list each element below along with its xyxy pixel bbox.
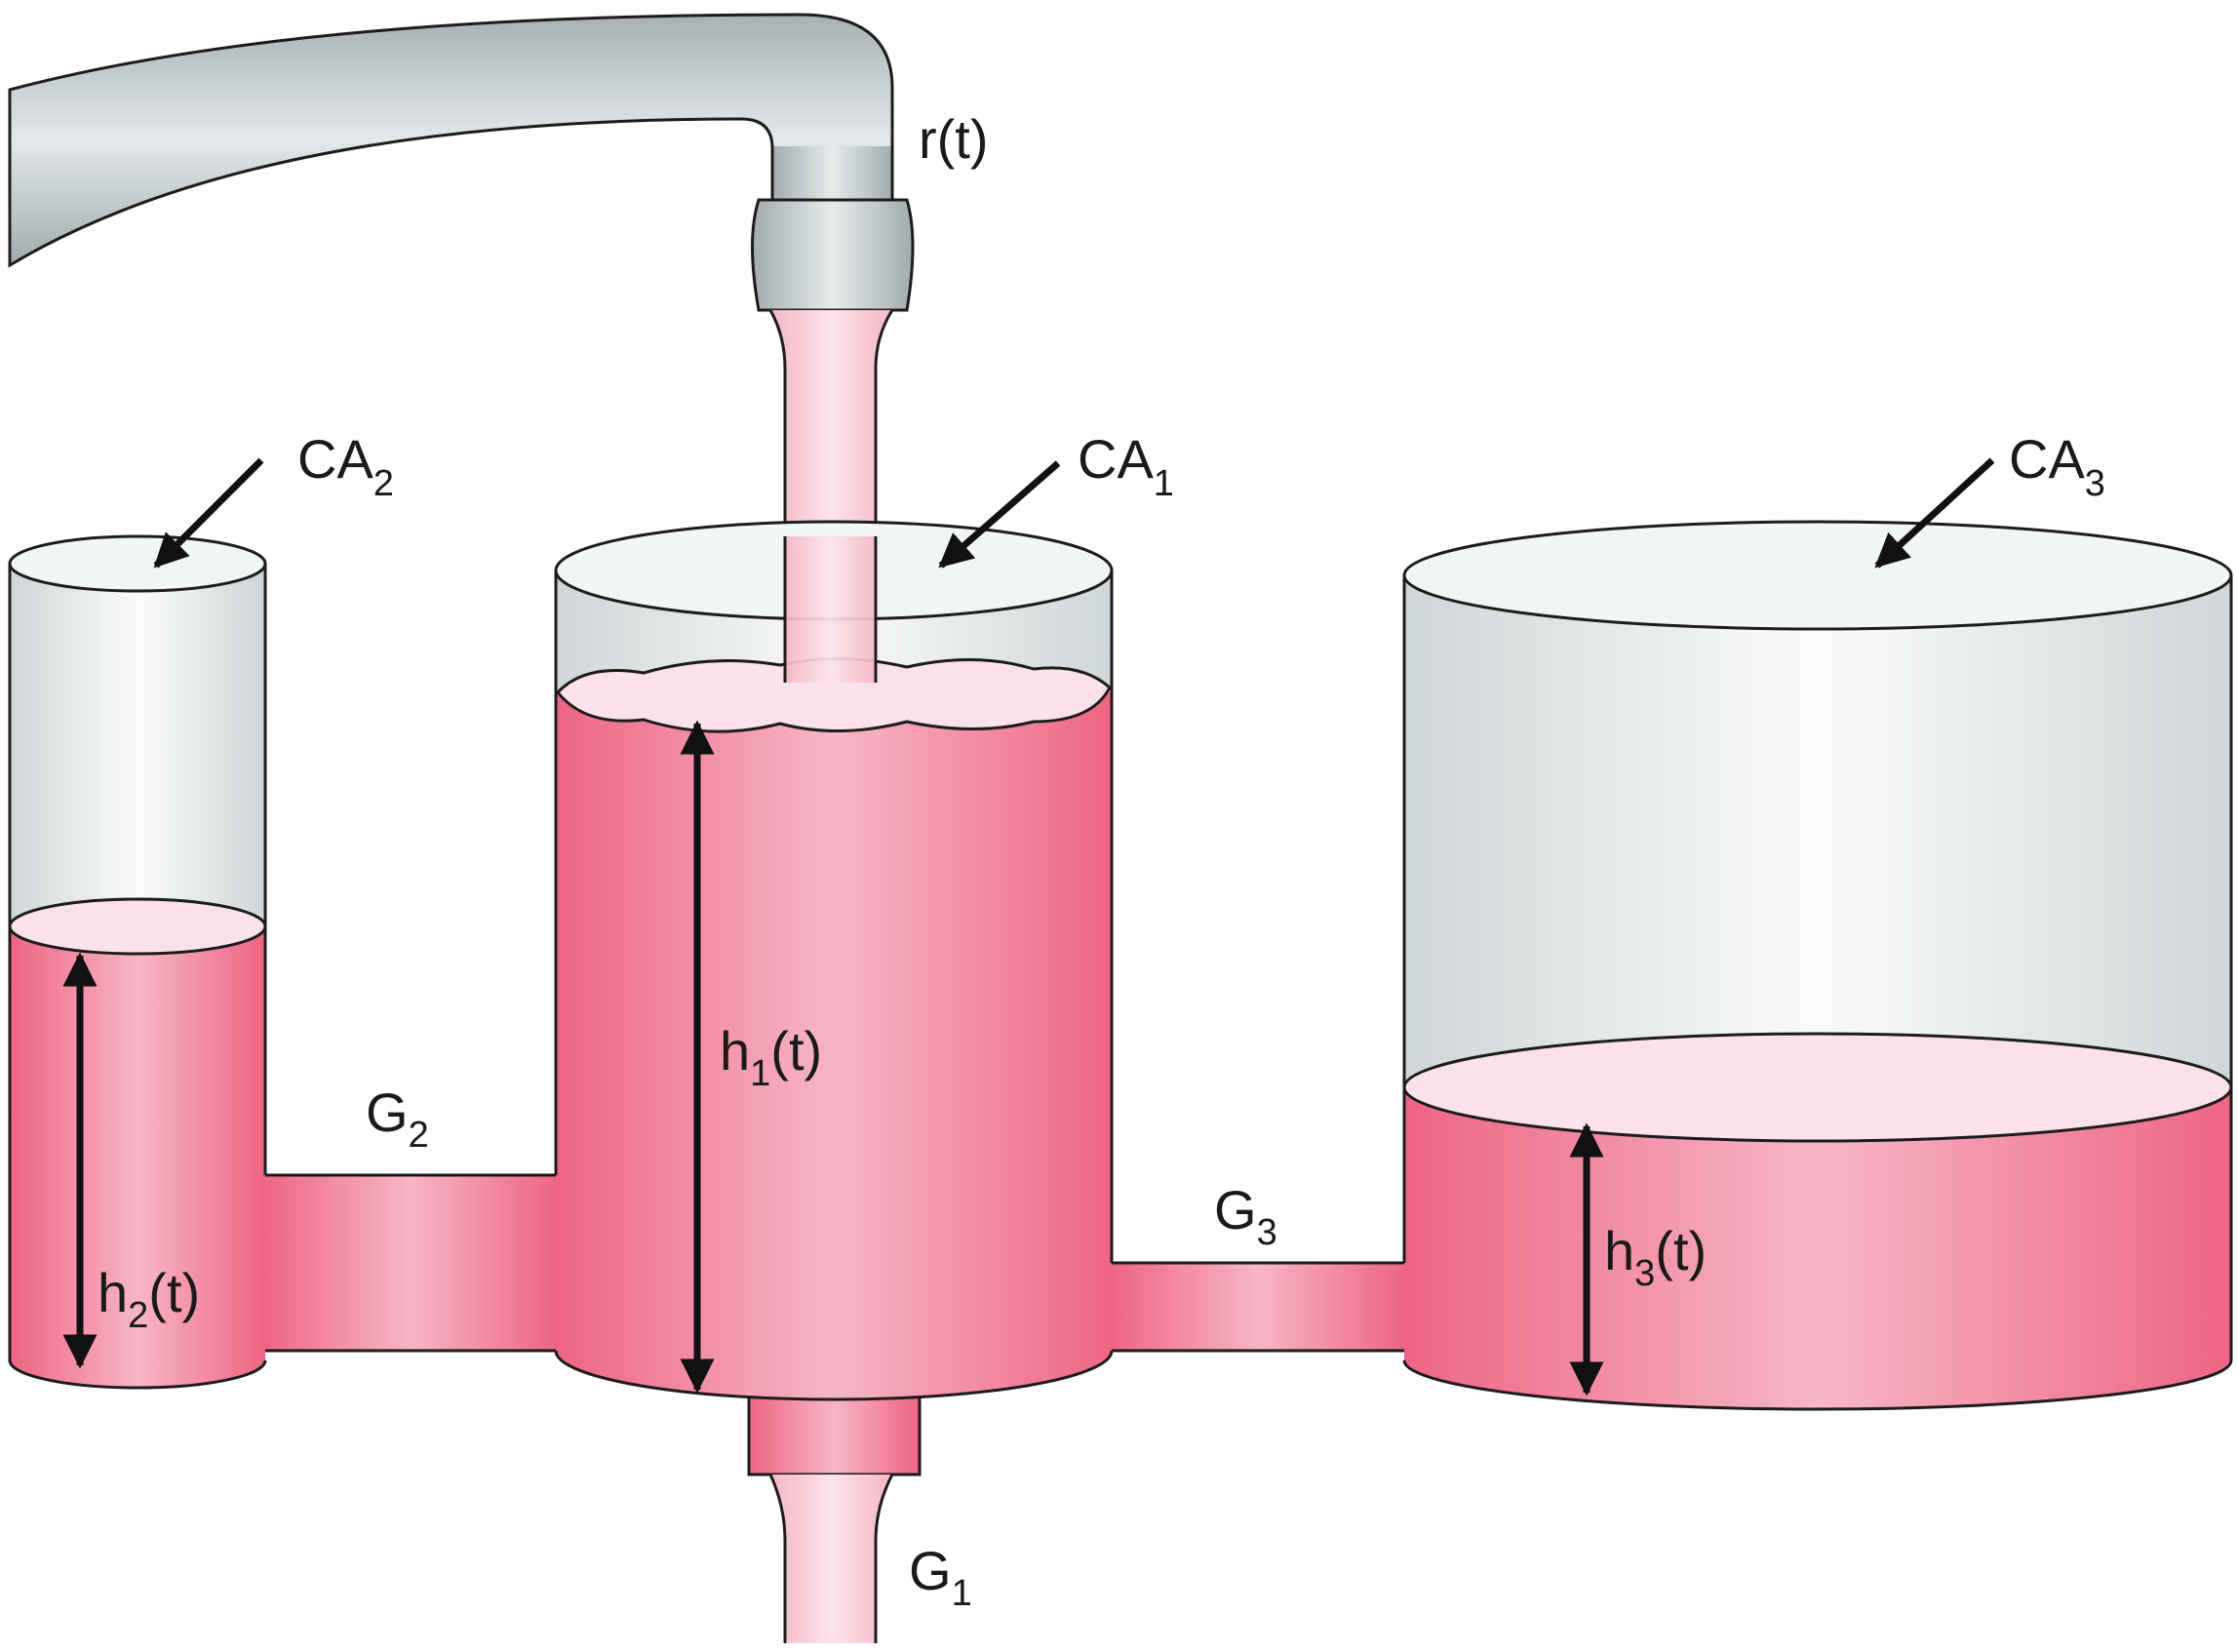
conductance-2-label: G2: [366, 1082, 429, 1156]
tube-g2: [263, 1173, 556, 1353]
height-3-label: h3(t): [1604, 1220, 1707, 1294]
compartment-2: [8, 534, 267, 1390]
tube-g3: [1112, 1261, 1404, 1353]
capacity-1-label: CA1: [1078, 428, 1174, 504]
capacity-3-arrow: [1874, 457, 1995, 569]
compartment-3: [1402, 520, 2233, 1411]
input-label: r(t): [919, 108, 989, 170]
capacity-2-label: CA2: [297, 428, 394, 504]
capacity-2-arrow: [153, 457, 264, 569]
faucet-nozzle: [751, 198, 915, 312]
conductance-3-label: G3: [1214, 1179, 1277, 1253]
capacity-3-label: CA3: [2009, 428, 2105, 504]
conductance-1-label: G1: [909, 1540, 972, 1614]
faucet-pipe: [8, 13, 894, 268]
height-2-label: h2(t): [98, 1262, 200, 1336]
height-1-label: h1(t): [720, 1020, 822, 1094]
capacity-1-arrow: [938, 460, 1061, 569]
compartment-1: [554, 520, 1114, 1643]
